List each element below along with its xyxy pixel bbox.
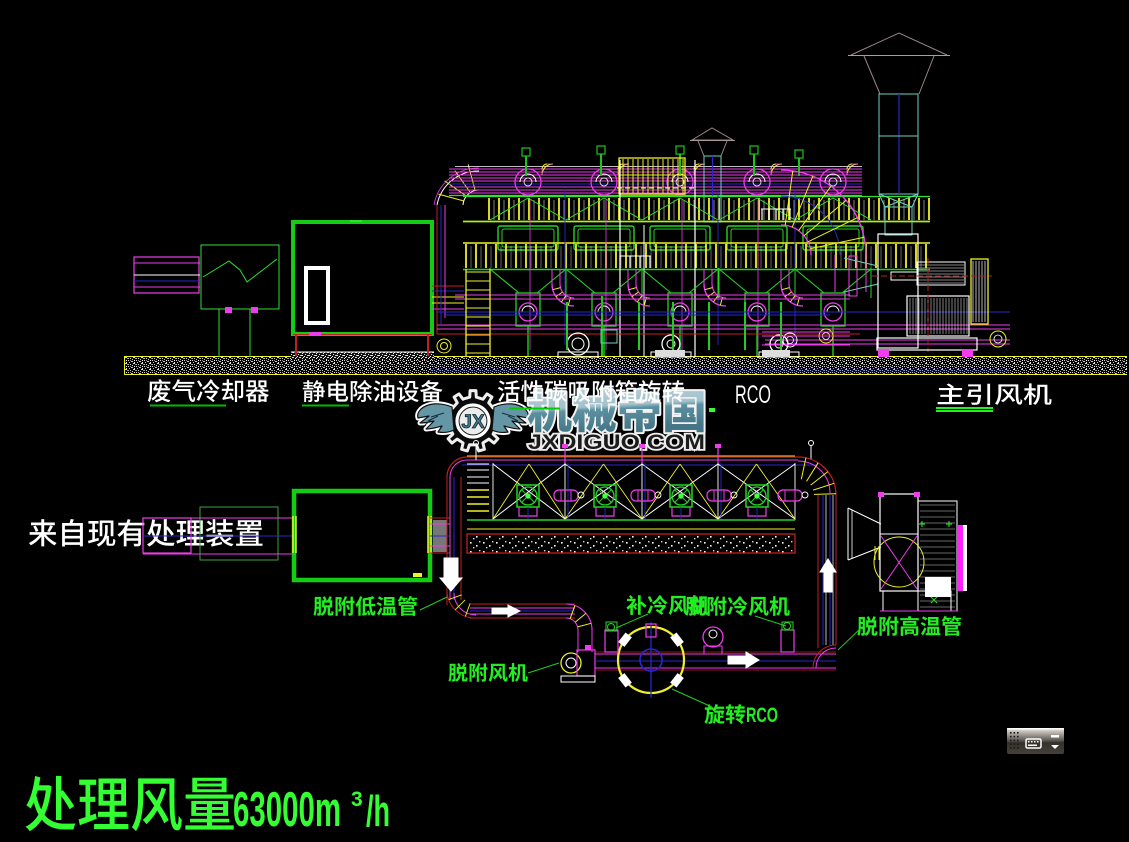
svg-text:63000m: 63000m: [233, 783, 341, 837]
svg-text:JXDIGUO.COM: JXDIGUO.COM: [528, 431, 705, 454]
svg-text:JX: JX: [461, 412, 485, 433]
svg-text:RCO: RCO: [746, 704, 778, 727]
svg-text:3: 3: [351, 788, 363, 811]
svg-text:/h: /h: [366, 787, 390, 836]
svg-text:RCO: RCO: [735, 381, 771, 409]
